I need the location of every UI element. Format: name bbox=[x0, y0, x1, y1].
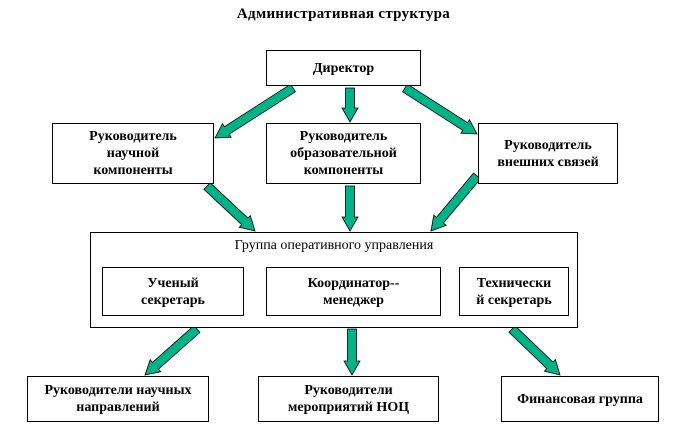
event-heads-box: Руководители мероприятий НОЦ bbox=[258, 376, 439, 422]
scientific-secretary-box: Ученый секретарь bbox=[102, 267, 244, 316]
arrow-director-to-education bbox=[341, 87, 359, 123]
technical-secretary-box: Технически й секретарь bbox=[459, 267, 569, 316]
diagram-title: Административная структура bbox=[236, 6, 451, 22]
coordinator-box: Координатор-- менеджер bbox=[266, 267, 441, 316]
operations-group-label: Группа оперативного управления bbox=[234, 238, 434, 253]
finance-box: Финансовая группа bbox=[501, 376, 659, 422]
arrow-group-to-events bbox=[343, 328, 361, 376]
arrow-group-to-research bbox=[144, 325, 201, 376]
head-science-box: Руководитель научной компоненты bbox=[52, 123, 214, 184]
arrow-education-to-group bbox=[341, 185, 359, 232]
director-box: Директор bbox=[266, 50, 421, 86]
arrow-group-to-finance bbox=[508, 325, 561, 376]
arrow-director-to-external bbox=[402, 83, 478, 135]
head-education-box: Руководитель образовательной компоненты bbox=[266, 123, 421, 184]
arrow-external-to-group bbox=[430, 172, 482, 232]
head-external-box: Руководитель внешних связей bbox=[478, 123, 618, 184]
arrow-science-to-group bbox=[203, 182, 256, 232]
arrow-director-to-science bbox=[214, 83, 296, 139]
research-heads-box: Руководители научных направлений bbox=[27, 376, 209, 422]
